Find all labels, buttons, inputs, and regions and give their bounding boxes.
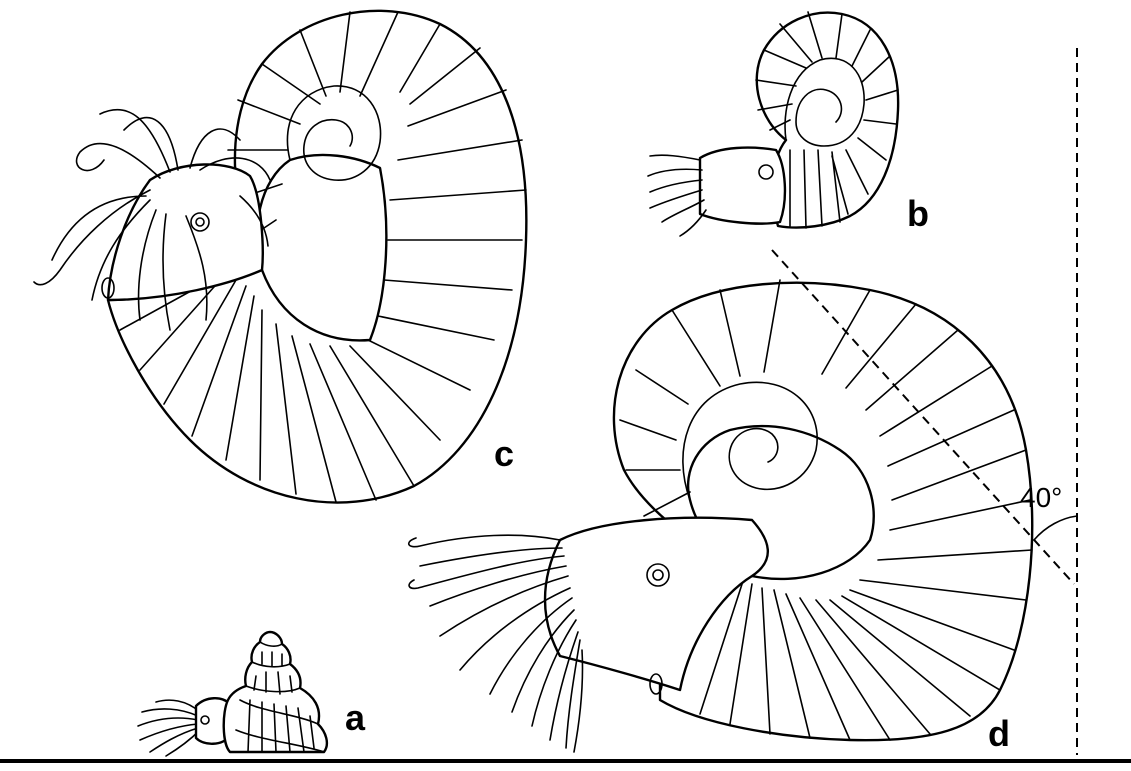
label-b: b bbox=[907, 196, 929, 232]
specimen-a bbox=[138, 632, 327, 756]
specimen-b-body bbox=[700, 148, 785, 224]
angle-arc bbox=[1034, 516, 1077, 540]
label-d: d bbox=[988, 716, 1010, 752]
specimen-a-tentacles bbox=[138, 700, 200, 756]
label-c: c bbox=[494, 436, 514, 472]
angle-label: 40° bbox=[1020, 484, 1062, 512]
specimen-b bbox=[648, 12, 898, 236]
specimen-c-body bbox=[108, 164, 263, 300]
specimen-c bbox=[34, 11, 526, 503]
label-a: a bbox=[345, 700, 365, 736]
specimen-b-tentacles bbox=[648, 155, 706, 236]
